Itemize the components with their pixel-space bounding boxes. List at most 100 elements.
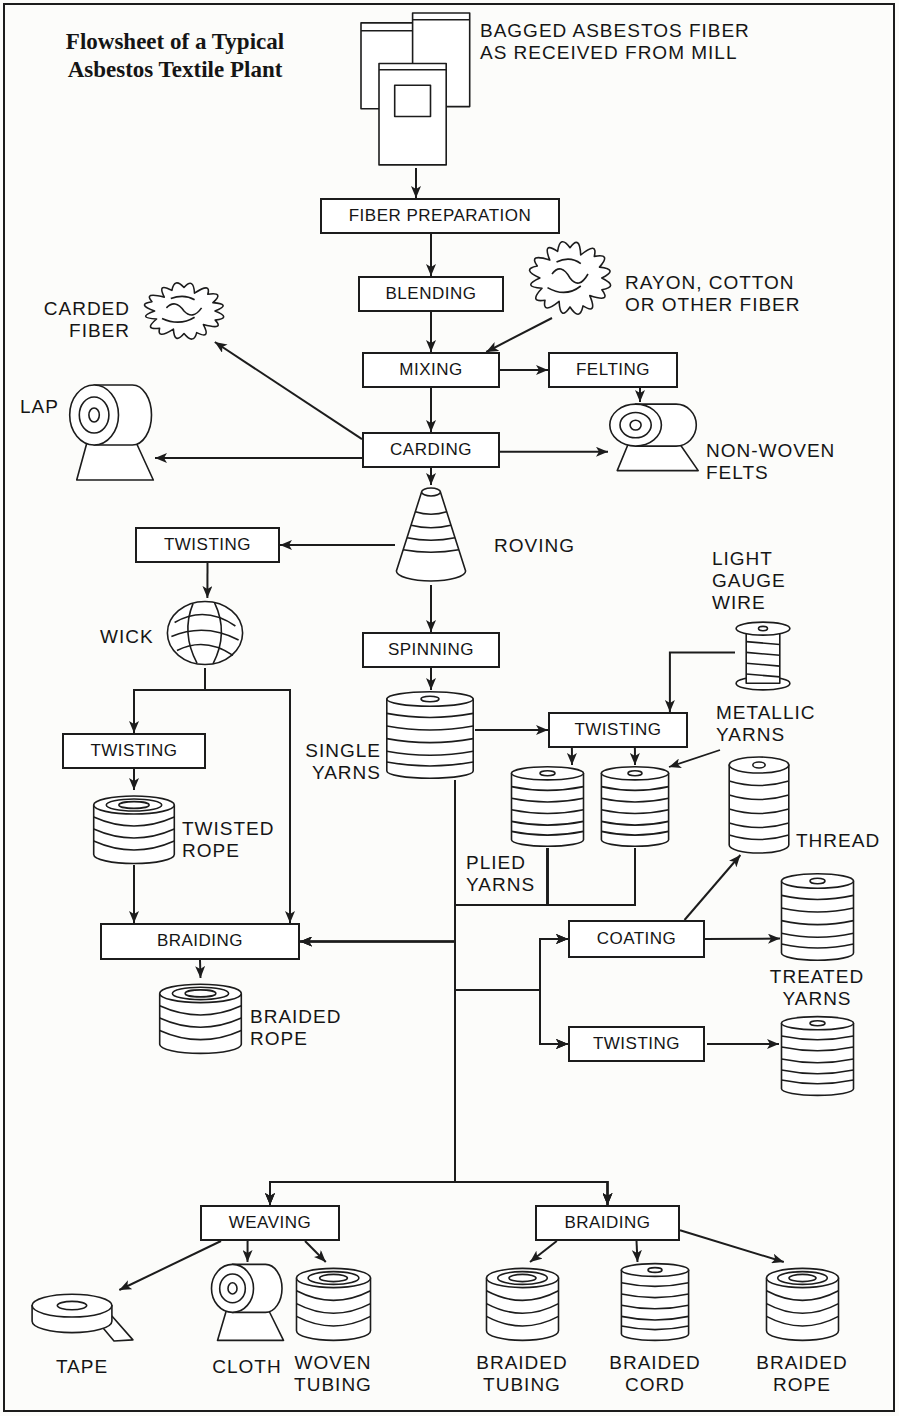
icon-part — [297, 1304, 371, 1314]
icon-part — [746, 629, 780, 684]
icon-part — [89, 408, 99, 422]
icon-part — [621, 1305, 688, 1309]
icon-part — [512, 821, 584, 825]
icon-part — [218, 1310, 284, 1340]
flow-arrow — [455, 848, 568, 990]
icon-drawing — [297, 1268, 371, 1340]
product-label: METALLIC YARNS — [716, 702, 828, 746]
product-label: LAP — [20, 396, 64, 418]
icon-part — [487, 1268, 559, 1287]
product-icon: BRAIDED TUBING — [485, 1262, 560, 1342]
icon-part — [782, 881, 854, 960]
flow-arrow — [500, 451, 608, 453]
icon-part — [729, 757, 789, 773]
icon-part — [396, 492, 465, 581]
icon-part — [601, 810, 668, 814]
flow-arrow — [133, 865, 135, 923]
flow-arrow — [455, 848, 635, 990]
product-icon: RAYON, COTTON OR OTHER FIBER — [525, 238, 615, 318]
page-frame — [4, 4, 894, 1411]
icon-part — [213, 603, 221, 664]
box-label: BRAIDING — [157, 932, 243, 951]
icon-part — [177, 645, 233, 656]
process-box: TWISTING — [135, 527, 280, 563]
icon-part — [729, 823, 789, 828]
icon-part — [77, 442, 154, 480]
leader-arrow — [669, 750, 720, 767]
process-box: TWISTING — [62, 733, 206, 769]
icon-part — [509, 1274, 536, 1281]
icon-part — [175, 615, 236, 626]
icon-part — [782, 1047, 854, 1051]
product-icon: ROVING — [395, 485, 467, 585]
icon-part — [548, 286, 581, 292]
flow-arrow — [500, 369, 548, 371]
icon-part — [610, 404, 662, 446]
flow-arrow — [300, 780, 455, 942]
flow-arrow — [270, 780, 455, 1205]
icon-part — [782, 1070, 854, 1074]
flow-arrow — [430, 312, 432, 352]
product-illustration — [608, 402, 700, 472]
box-label: TWISTING — [593, 1035, 680, 1054]
flow-arrow — [705, 938, 780, 940]
flow-arrow — [637, 1241, 638, 1262]
icon-drawing — [530, 242, 611, 314]
product-label: NON-WOVEN FELTS — [706, 440, 856, 484]
icon-part — [220, 1274, 246, 1303]
product-label: SINGLE YARNS — [299, 740, 381, 784]
flow-arrow — [634, 748, 636, 765]
icon-part — [512, 773, 584, 846]
icon-part — [512, 810, 584, 814]
flow-arrow — [430, 585, 432, 632]
icon-part — [379, 69, 446, 71]
product-illustration — [728, 755, 790, 855]
box-label: BRAIDING — [564, 1214, 650, 1233]
product-label: ROVING — [494, 535, 584, 557]
flow-arrow — [430, 388, 432, 432]
flow-arrow — [530, 1241, 557, 1262]
product-icon: BAGGED ASBESTOS FIBER AS RECEIVED FROM M… — [360, 12, 472, 168]
product-label: BRAIDED ROPE — [752, 1352, 852, 1396]
flow-arrow — [300, 848, 548, 942]
flow-arrow — [205, 668, 290, 923]
product-label: LIGHT GAUGE WIRE — [712, 548, 802, 614]
icon-part — [746, 674, 780, 677]
product-icon: WOVEN TUBING — [295, 1262, 372, 1342]
flow-arrow — [415, 168, 417, 198]
icon-part — [729, 781, 789, 786]
icon-part — [32, 1294, 112, 1317]
icon-part — [106, 799, 161, 811]
icon-part — [160, 1006, 242, 1015]
icon-part — [171, 630, 238, 640]
icon-part — [782, 895, 854, 899]
process-box: TWISTING — [568, 1026, 705, 1062]
icon-part — [487, 1291, 559, 1301]
icon-part — [621, 1264, 688, 1277]
icon-part — [621, 1283, 688, 1287]
icon-part — [212, 1264, 254, 1312]
icon-part — [487, 1316, 559, 1326]
product-label: WOVEN TUBING — [283, 1352, 383, 1396]
icon-part — [512, 798, 584, 802]
icon-part — [621, 1270, 688, 1340]
product-icon: TWISTED ROPE — [92, 790, 176, 865]
product-icon: PLIED YARNS — [510, 765, 585, 848]
icon-part — [557, 259, 581, 263]
icon-part — [512, 767, 584, 780]
icon-part — [746, 663, 780, 666]
product-icon: TREATED YARNS — [780, 872, 855, 962]
process-box: CARDING — [362, 432, 500, 468]
product-illustration — [510, 765, 585, 848]
box-label: FIBER PREPARATION — [349, 207, 532, 226]
icon-part — [782, 1059, 854, 1063]
icon-drawing — [361, 13, 470, 165]
icon-part — [407, 538, 455, 541]
flow-arrow — [206, 563, 208, 598]
icon-part — [767, 1268, 839, 1287]
box-label: TWISTING — [90, 742, 177, 761]
icon-part — [810, 878, 825, 883]
product-illustration — [158, 978, 243, 1055]
icon-drawing — [782, 874, 854, 960]
product-label: TREATED YARNS — [767, 966, 867, 1010]
